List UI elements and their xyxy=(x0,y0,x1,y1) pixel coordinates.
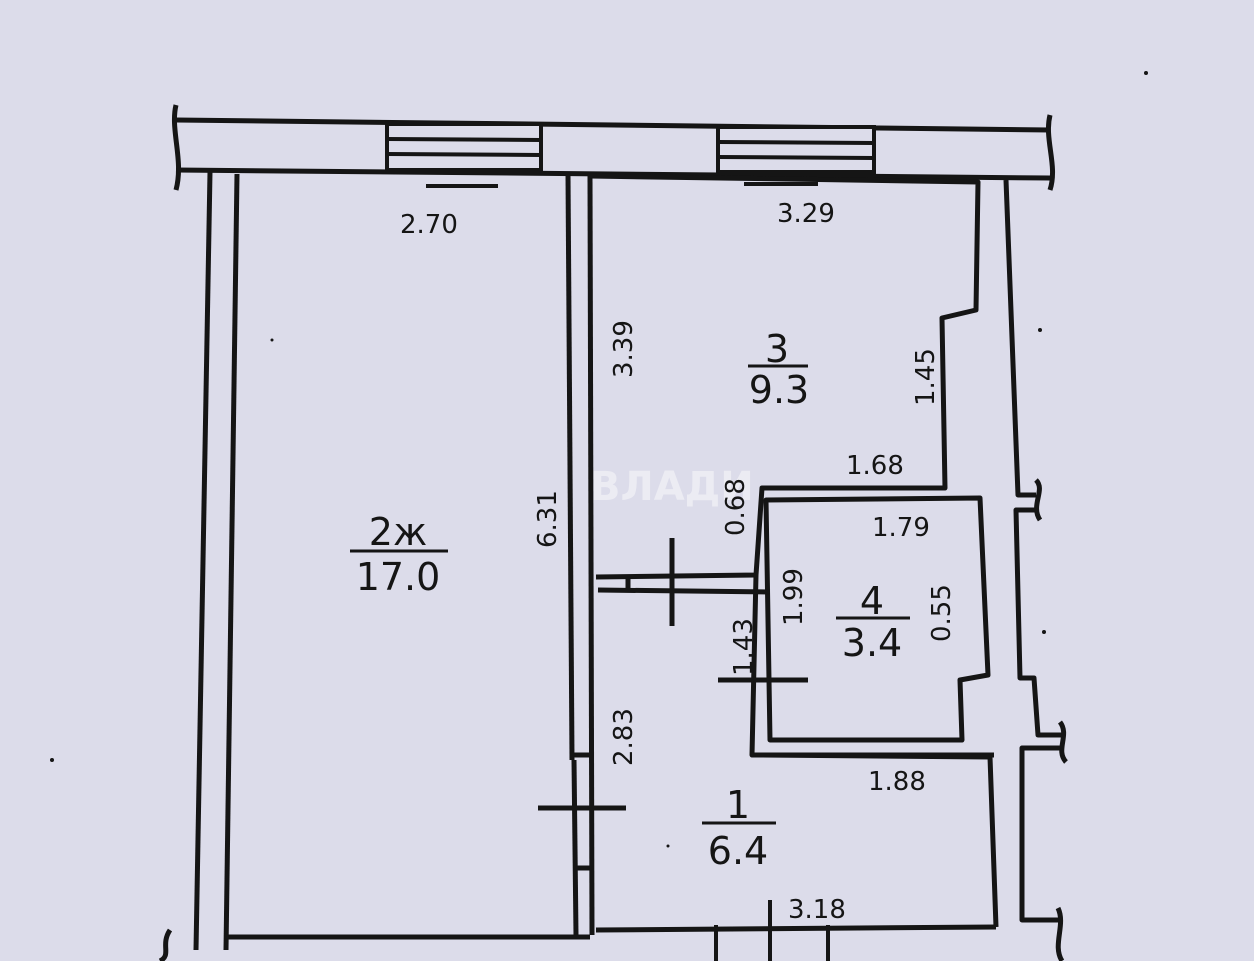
room-labels: 2ж 17.0 3 9.3 4 3.4 1 6.4 xyxy=(350,327,910,873)
room-3-number: 3 xyxy=(765,327,789,371)
room-4-number: 4 xyxy=(860,579,884,623)
room-2-area: 17.0 xyxy=(356,555,441,599)
dim-room4-side: 0.55 xyxy=(927,584,957,642)
interior-walls xyxy=(538,173,999,936)
watermark: ВЛАДИ xyxy=(590,464,754,510)
dim-room4-width: 1.79 xyxy=(872,513,930,543)
stray-dots xyxy=(50,71,1148,848)
dim-room2-length: 6.31 xyxy=(533,490,563,548)
dimension-labels: 2.70 6.31 3.29 3.39 1.45 1.68 0.68 1.79 … xyxy=(400,199,957,925)
dim-room1-upper: 1.43 xyxy=(729,618,759,676)
dim-room3-width: 3.29 xyxy=(777,199,835,229)
room-3-area: 9.3 xyxy=(749,368,809,412)
dim-room1-length: 2.83 xyxy=(609,708,639,766)
dim-room3-niche-width: 1.68 xyxy=(846,451,904,481)
dim-room3-corridor-gap: 0.68 xyxy=(721,478,751,536)
dim-room1-width: 1.88 xyxy=(868,767,926,797)
watermark-text: ВЛАДИ xyxy=(590,464,754,510)
dim-room2-width: 2.70 xyxy=(400,210,458,240)
room-4-area: 3.4 xyxy=(842,621,902,665)
room-1-area: 6.4 xyxy=(708,829,768,873)
dim-room4-length: 1.99 xyxy=(779,568,809,626)
outer-walls xyxy=(158,104,1069,961)
room-1-number: 1 xyxy=(726,783,750,827)
dim-room1-bottom: 3.18 xyxy=(788,895,846,925)
dim-room3-length: 3.39 xyxy=(609,320,639,378)
windows xyxy=(385,122,876,961)
room-2-number: 2ж xyxy=(369,510,427,554)
dim-room3-niche-height: 1.45 xyxy=(911,348,941,406)
